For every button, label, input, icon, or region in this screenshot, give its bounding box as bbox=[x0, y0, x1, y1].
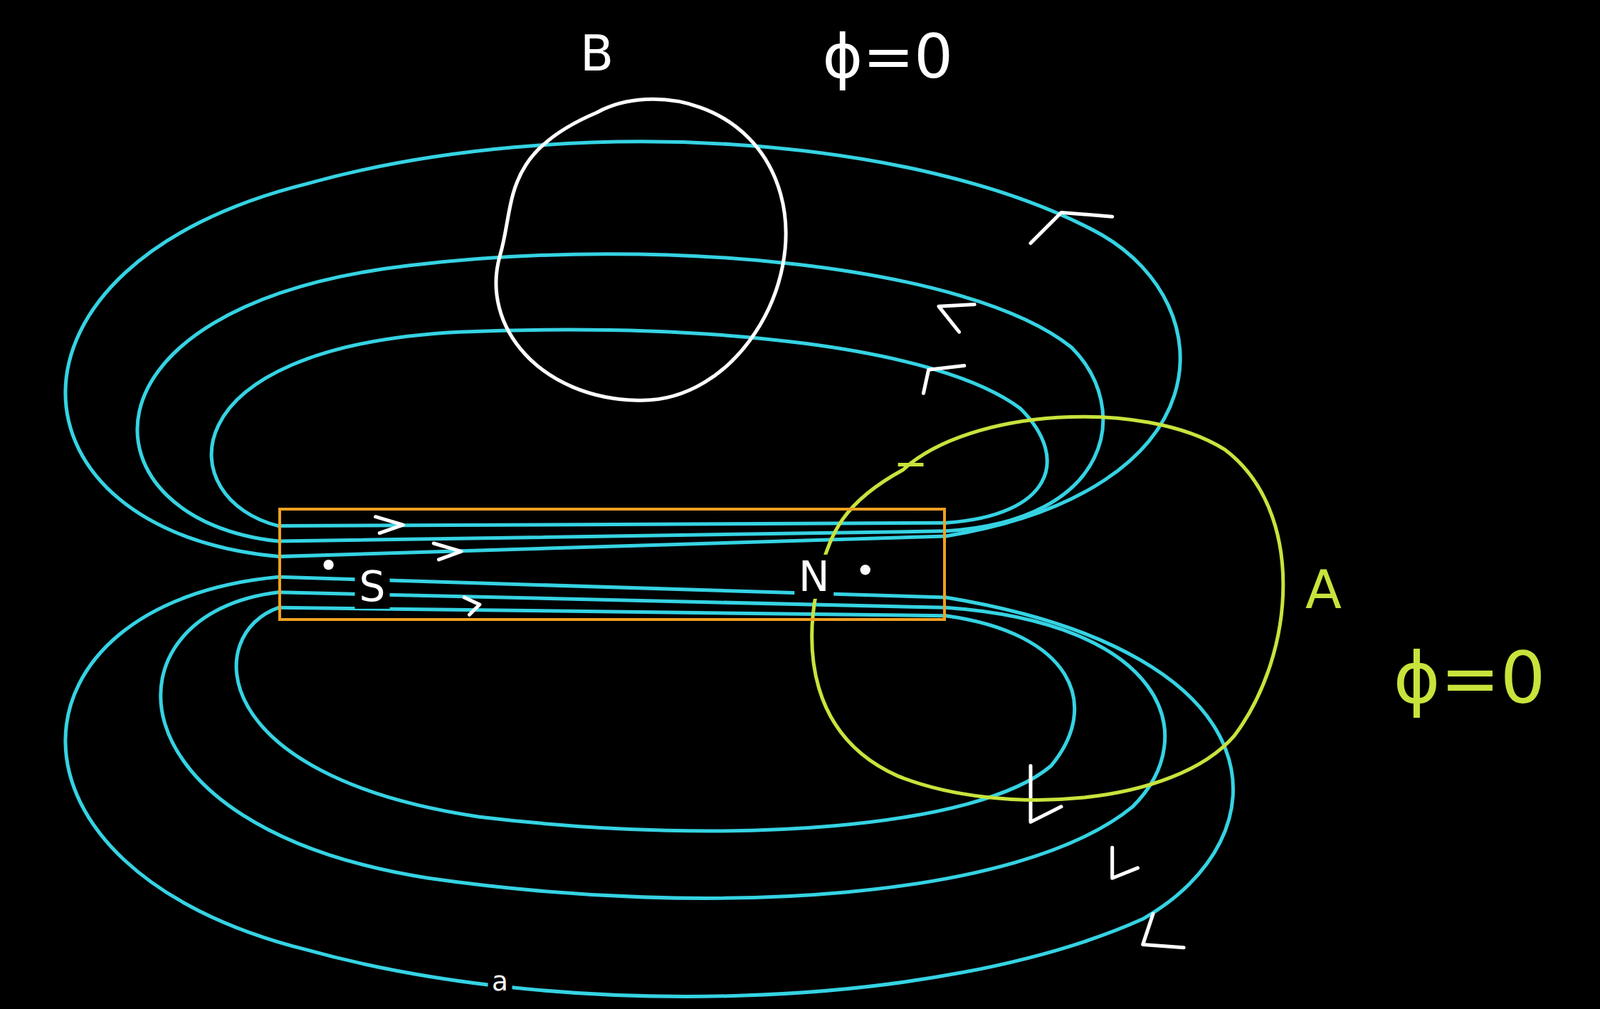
surface-tick bbox=[898, 462, 924, 467]
field-lines bbox=[65, 141, 1234, 997]
pole-dot bbox=[860, 564, 871, 575]
direction-arrows bbox=[375, 212, 1184, 947]
flux-value: ϕ=0 bbox=[1388, 641, 1550, 716]
pole-label: N bbox=[794, 554, 835, 599]
note-letter: a bbox=[487, 967, 513, 997]
flux-value: ϕ=0 bbox=[818, 24, 959, 89]
gaussian-surface-b bbox=[496, 98, 786, 400]
pole-dot bbox=[323, 559, 334, 570]
surface-name: B bbox=[575, 27, 618, 80]
pole-label: S bbox=[355, 564, 391, 609]
surface-name: A bbox=[1301, 561, 1346, 618]
bar-magnet: SN bbox=[278, 507, 946, 621]
gaussian-surface-a bbox=[812, 416, 1284, 800]
